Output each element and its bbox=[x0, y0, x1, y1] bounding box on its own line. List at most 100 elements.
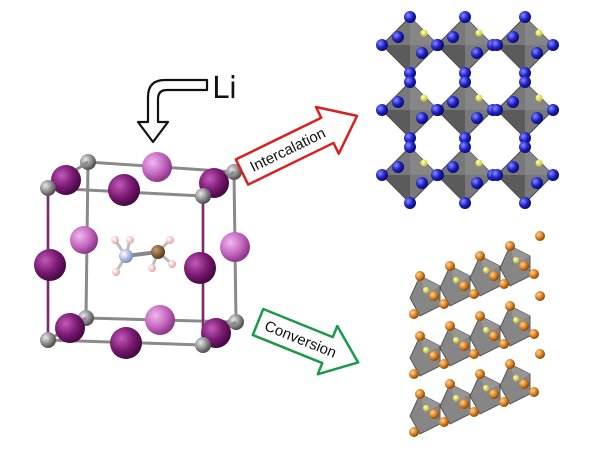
octahedron-face bbox=[437, 45, 465, 73]
lead-atom bbox=[195, 337, 211, 353]
orange-atom bbox=[529, 387, 539, 397]
orange-atom bbox=[519, 261, 529, 271]
blue-atom bbox=[392, 31, 404, 43]
orange-atom bbox=[409, 427, 419, 437]
blue-atom bbox=[531, 47, 543, 59]
yellow-atom bbox=[453, 337, 459, 343]
yellow-atom bbox=[535, 29, 543, 37]
orange-atom bbox=[475, 311, 485, 321]
nitrogen-atom bbox=[119, 249, 133, 263]
blue-atom bbox=[547, 39, 559, 51]
blue-atom bbox=[431, 39, 443, 51]
blue-atom bbox=[447, 96, 459, 108]
blue-atom bbox=[404, 132, 416, 144]
orange-atom bbox=[439, 359, 449, 369]
orange-atom bbox=[459, 399, 469, 409]
octahedron-face bbox=[382, 110, 410, 138]
iodine-atom bbox=[142, 152, 172, 182]
blue-atom bbox=[507, 31, 519, 43]
orange-atom bbox=[505, 241, 515, 251]
blue-atom bbox=[392, 96, 404, 108]
orange-atom bbox=[439, 299, 449, 309]
conversion-arrow: Conversion bbox=[251, 307, 360, 376]
hydrogen-atom bbox=[111, 236, 119, 244]
conversion-product-chains bbox=[409, 231, 545, 437]
iodine-atom bbox=[220, 232, 250, 262]
iodine-atom bbox=[110, 327, 142, 359]
yellow-atom bbox=[420, 159, 428, 167]
orange-atom bbox=[415, 389, 425, 399]
octahedron-face bbox=[382, 175, 410, 203]
blue-atom bbox=[519, 11, 531, 23]
blue-atom bbox=[507, 161, 519, 173]
blue-atom bbox=[531, 177, 543, 189]
blue-atom bbox=[471, 47, 483, 59]
blue-atom bbox=[376, 39, 388, 51]
yellow-atom bbox=[483, 385, 489, 391]
orange-atom bbox=[475, 251, 485, 261]
carbon-atom bbox=[151, 245, 165, 259]
orange-atom bbox=[499, 397, 509, 407]
orange-atom bbox=[499, 339, 509, 349]
hydrogen-atom bbox=[148, 264, 156, 272]
hydrogen-atom bbox=[168, 260, 176, 268]
orange-atom bbox=[415, 271, 425, 281]
blue-atom bbox=[459, 197, 471, 209]
blue-atom bbox=[416, 177, 428, 189]
orange-atom bbox=[529, 269, 539, 279]
orange-atom bbox=[535, 349, 545, 359]
blue-atom bbox=[431, 169, 443, 181]
blue-atom bbox=[447, 31, 459, 43]
blue-atom bbox=[471, 112, 483, 124]
orange-atom bbox=[429, 409, 439, 419]
yellow-atom bbox=[420, 29, 428, 37]
iodine-atom bbox=[34, 249, 66, 281]
orange-atom bbox=[505, 301, 515, 311]
hydrogen-atom bbox=[112, 268, 120, 276]
yellow-atom bbox=[453, 277, 459, 283]
yellow-atom bbox=[513, 257, 519, 263]
methylammonium-molecule bbox=[111, 236, 176, 276]
orange-atom bbox=[519, 379, 529, 389]
yellow-atom bbox=[423, 347, 429, 353]
orange-atom bbox=[409, 369, 419, 379]
orange-atom bbox=[445, 321, 455, 331]
blue-atom bbox=[404, 197, 416, 209]
octahedron-face bbox=[437, 110, 465, 138]
orange-atom bbox=[439, 417, 449, 427]
blue-atom bbox=[459, 11, 471, 23]
orange-atom bbox=[469, 407, 479, 417]
yellow-atom bbox=[513, 375, 519, 381]
blue-atom bbox=[519, 197, 531, 209]
orange-atom bbox=[535, 231, 545, 241]
orange-atom bbox=[429, 291, 439, 301]
hydrogen-atom bbox=[166, 236, 174, 244]
yellow-atom bbox=[420, 94, 428, 102]
lead-atom bbox=[40, 180, 56, 196]
orange-atom bbox=[469, 289, 479, 299]
orange-atom bbox=[535, 291, 545, 301]
blue-atom bbox=[519, 67, 531, 79]
octahedron-face bbox=[382, 45, 410, 73]
yellow-atom bbox=[423, 405, 429, 411]
perovskite-unit-cell bbox=[34, 152, 250, 359]
orange-atom bbox=[489, 389, 499, 399]
orange-atom bbox=[505, 359, 515, 369]
orange-atom bbox=[415, 331, 425, 341]
iodine-atom bbox=[70, 226, 98, 254]
blue-atom bbox=[404, 141, 416, 153]
blue-atom bbox=[416, 112, 428, 124]
blue-atom bbox=[519, 132, 531, 144]
octahedron-face bbox=[497, 45, 525, 73]
iodine-atom bbox=[184, 252, 216, 284]
yellow-atom bbox=[453, 395, 459, 401]
blue-atom bbox=[404, 76, 416, 88]
blue-atom bbox=[376, 169, 388, 181]
octahedron-face bbox=[437, 175, 465, 203]
blue-atom bbox=[404, 67, 416, 79]
orange-atom bbox=[409, 309, 419, 319]
yellow-atom bbox=[535, 94, 543, 102]
orange-atom bbox=[489, 271, 499, 281]
iodine-atom bbox=[51, 165, 81, 195]
blue-atom bbox=[547, 104, 559, 116]
